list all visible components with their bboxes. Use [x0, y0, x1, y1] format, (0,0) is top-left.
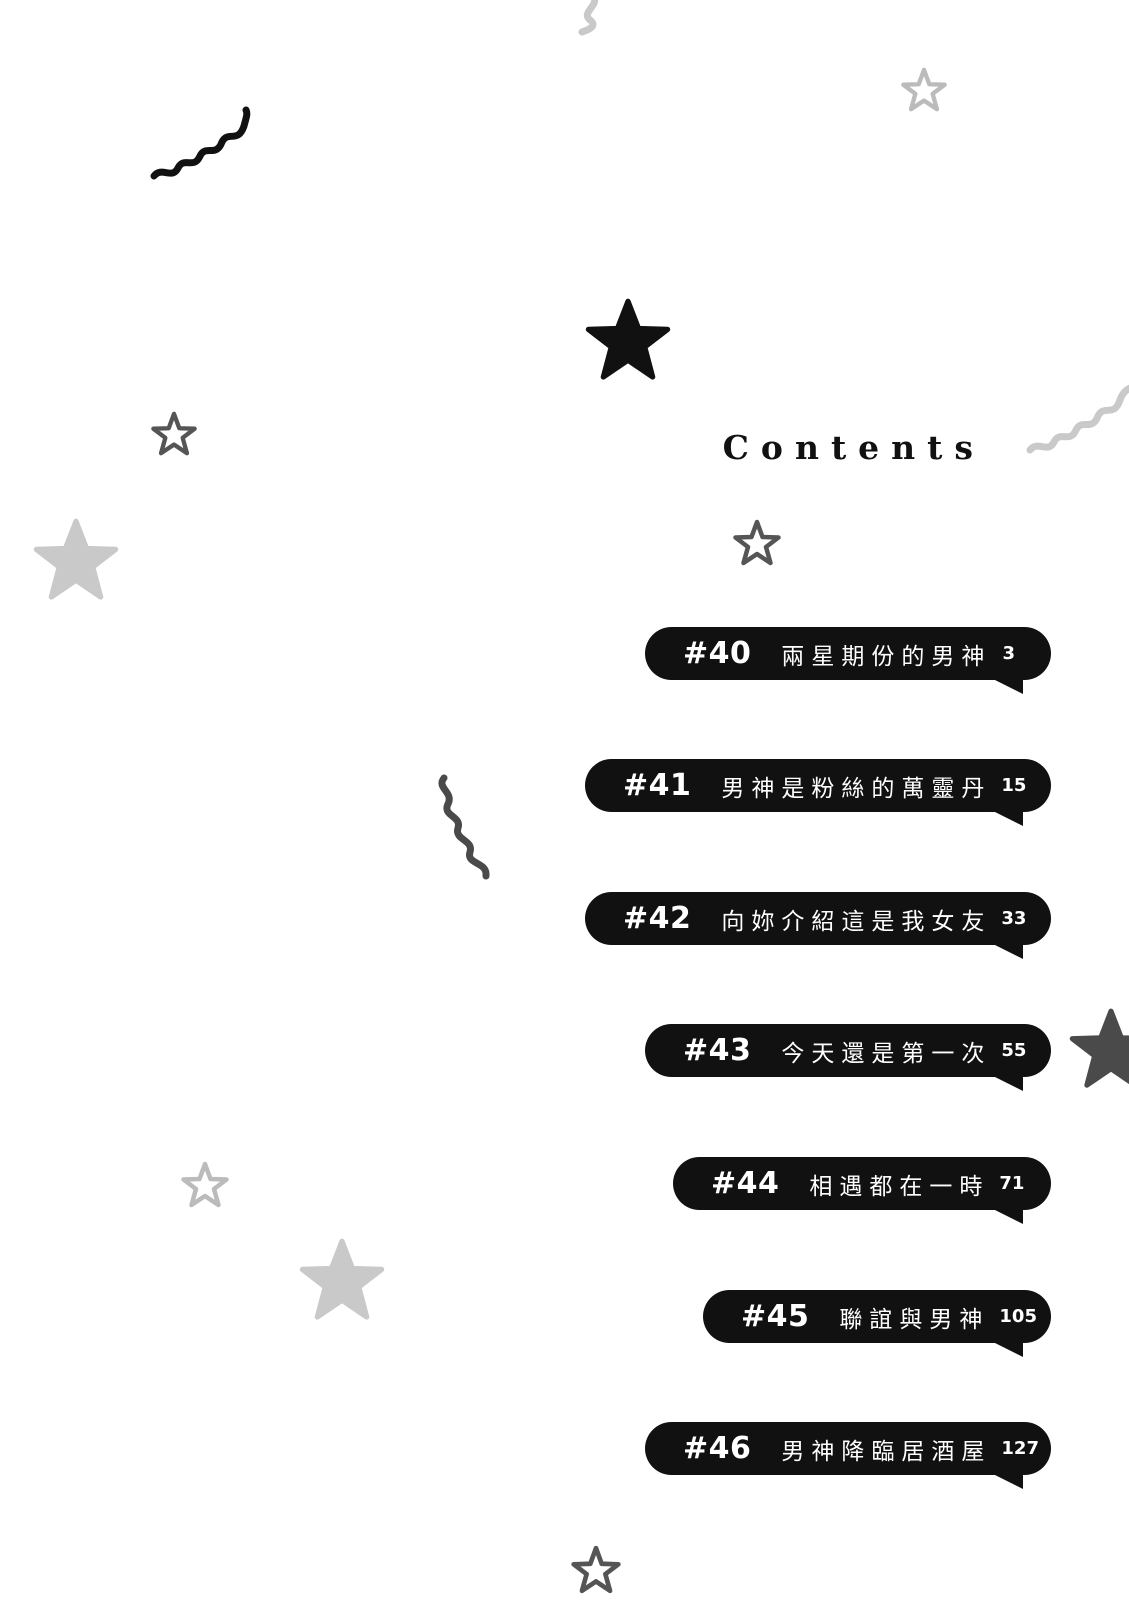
chapter-title: 相遇都在一時 — [809, 1173, 990, 1200]
chapter-number: #44 — [711, 1166, 780, 1201]
speech-tail — [987, 1206, 1023, 1224]
chapter-page: 15 — [1001, 775, 1027, 796]
page-title: Contents — [722, 428, 985, 467]
chapter-page: 33 — [1001, 908, 1027, 929]
chapter-page: 127 — [1001, 1438, 1039, 1459]
speech-tail — [987, 941, 1023, 959]
chapter-title: 聯誼與男神 — [839, 1306, 990, 1333]
star-outline-icon — [901, 67, 947, 112]
chapter-page: 55 — [1001, 1040, 1027, 1061]
toc-entry-45[interactable]: #45 聯誼與男神 105 — [703, 1290, 1051, 1357]
toc-entry-40[interactable]: #40 兩星期份的男神 3 — [645, 627, 1051, 694]
star-icon — [33, 518, 119, 600]
chapter-number: #42 — [623, 901, 692, 936]
squiggle-icon — [578, 0, 598, 36]
chapter-title: 向妳介紹這是我女友 — [721, 908, 992, 935]
chapter-number: #40 — [683, 636, 752, 671]
chapter-page: 71 — [999, 1173, 1025, 1194]
chapter-page: 3 — [1002, 643, 1015, 664]
speech-tail — [987, 1471, 1023, 1489]
speech-tail — [987, 1339, 1023, 1357]
chapter-number: #45 — [741, 1299, 810, 1334]
toc-entry-42[interactable]: #42 向妳介紹這是我女友 33 — [585, 892, 1051, 959]
speech-tail — [987, 808, 1023, 826]
toc-entry-43[interactable]: #43 今天還是第一次 55 — [645, 1024, 1051, 1091]
chapter-number: #41 — [623, 768, 692, 803]
toc-entry-44[interactable]: #44 相遇都在一時 71 — [673, 1157, 1051, 1224]
toc-entry-41[interactable]: #41 男神是粉絲的萬靈丹 15 — [585, 759, 1051, 826]
star-outline-icon — [181, 1161, 229, 1208]
squiggle-icon — [150, 106, 251, 180]
chapter-number: #43 — [683, 1033, 752, 1068]
star-outline-icon — [571, 1545, 621, 1594]
chapter-page: 105 — [999, 1306, 1037, 1327]
star-outline-icon — [733, 519, 781, 566]
star-outline-icon — [151, 411, 197, 456]
chapter-number: #46 — [683, 1431, 752, 1466]
speech-tail — [987, 1073, 1023, 1091]
star-icon — [1069, 1008, 1129, 1088]
chapter-title: 男神降臨居酒屋 — [781, 1438, 992, 1465]
speech-tail — [987, 676, 1023, 694]
squiggle-icon — [1026, 384, 1129, 454]
chapter-title: 兩星期份的男神 — [781, 643, 992, 670]
star-icon — [585, 298, 671, 380]
chapter-title: 男神是粉絲的萬靈丹 — [721, 775, 992, 802]
toc-entry-46[interactable]: #46 男神降臨居酒屋 127 — [645, 1422, 1051, 1489]
chapter-title: 今天還是第一次 — [781, 1040, 992, 1067]
squiggle-icon — [438, 774, 490, 880]
star-icon — [299, 1238, 385, 1320]
